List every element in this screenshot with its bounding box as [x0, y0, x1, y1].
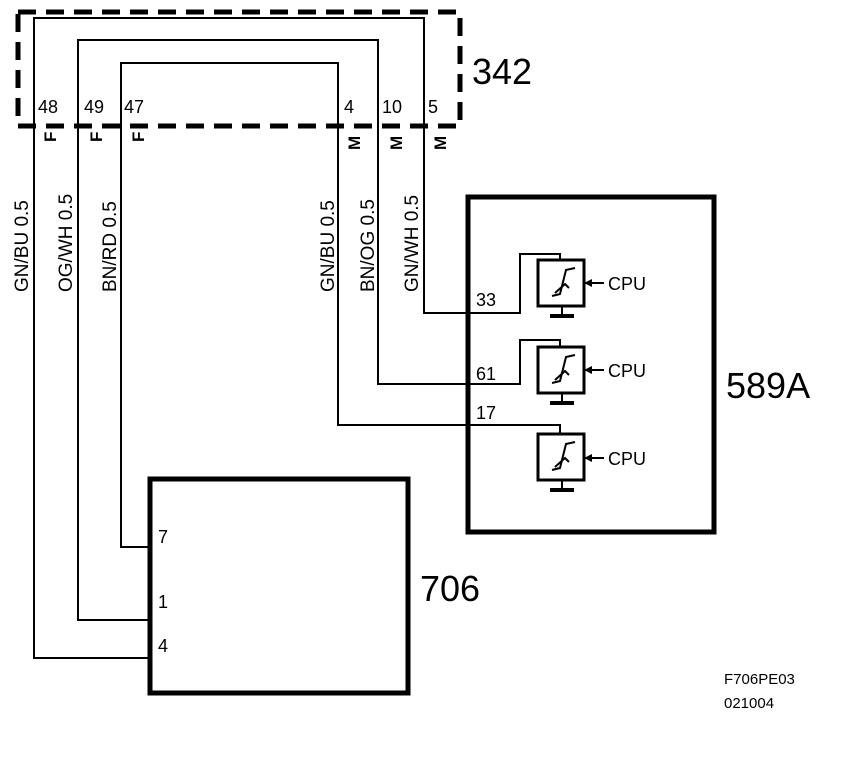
- connector-342-label: 342: [472, 51, 532, 92]
- module-706-label: 706: [420, 568, 480, 609]
- cpu-label-3: CPU: [608, 449, 646, 469]
- connector-side-m-5: M: [431, 136, 450, 150]
- input-circuit-3: [468, 424, 604, 492]
- connector-side-f-49: F: [87, 132, 106, 142]
- wire-label-gnbu-right: GN/BU 0.5: [318, 200, 339, 292]
- input-circuit-1: [468, 253, 604, 318]
- connector-342-pin-4: 4: [344, 97, 354, 117]
- module-589a-pin-33: 33: [476, 290, 496, 310]
- module-589a-pin-17: 17: [476, 403, 496, 423]
- connector-342-pin-48: 48: [38, 97, 58, 117]
- reference-code: F706PE03: [724, 671, 795, 688]
- wire-bnrd-47-to-4: [120, 62, 468, 548]
- wires: [33, 17, 468, 659]
- input-circuit-2: [468, 339, 604, 405]
- connector-342-pin-5: 5: [428, 97, 438, 117]
- wire-ogwh-49-to-10: [77, 39, 468, 621]
- wire-label-bnrd: BN/RD 0.5: [100, 201, 121, 292]
- wire-label-gnwh: GN/WH 0.5: [402, 195, 423, 292]
- connector-342-pin-10: 10: [382, 97, 402, 117]
- connector-342-pin-47: 47: [124, 97, 144, 117]
- connector-side-m-4: M: [345, 136, 364, 150]
- module-706-pin-1: 1: [158, 592, 168, 612]
- connector-side-f-48: F: [41, 132, 60, 142]
- module-589a-pin-61: 61: [476, 364, 496, 384]
- cpu-label-2: CPU: [608, 361, 646, 381]
- wire-label-gnbu-left: GN/BU 0.5: [12, 200, 33, 292]
- module-706-pin-4: 4: [158, 636, 168, 656]
- module-706-outline: [147, 476, 411, 696]
- module-589a-label: 589A: [726, 365, 810, 406]
- connector-side-f-47: F: [129, 132, 148, 142]
- reference-date: 021004: [724, 695, 774, 712]
- cpu-label-1: CPU: [608, 274, 646, 294]
- wire-label-bnog: BN/OG 0.5: [358, 199, 379, 292]
- wire-label-ogwh: OG/WH 0.5: [56, 194, 77, 292]
- module-706-pin-7: 7: [158, 527, 168, 547]
- wire-gnbu-48-to-5: [33, 17, 468, 659]
- connector-342-pin-49: 49: [84, 97, 104, 117]
- connector-side-m-10: M: [387, 136, 406, 150]
- module-589a-outline: [465, 194, 717, 535]
